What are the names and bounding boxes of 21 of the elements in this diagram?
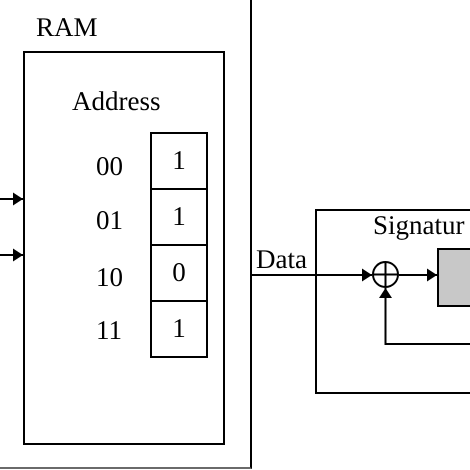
ram-block <box>0 0 252 469</box>
memory-cell: 0 <box>150 244 208 302</box>
shaded-block <box>437 248 470 307</box>
block-title: Signatur <box>373 212 464 239</box>
arrow <box>379 288 470 345</box>
memory-cell: 1 <box>150 188 208 246</box>
arrow <box>252 268 372 282</box>
arrow <box>0 192 23 206</box>
memory-cell: 1 <box>150 132 208 190</box>
arrow <box>399 268 437 282</box>
memory-cell: 1 <box>150 300 208 358</box>
address-label: 11 <box>96 317 122 344</box>
column-heading: Address <box>72 88 160 115</box>
arrow <box>0 248 23 262</box>
xor-symbol <box>372 261 399 288</box>
signature-block <box>315 209 470 394</box>
address-label: 01 <box>96 207 123 234</box>
memory-array <box>23 51 225 445</box>
address-label: 00 <box>96 153 123 180</box>
address-label: 10 <box>96 264 123 291</box>
block-title: RAM <box>36 14 98 41</box>
